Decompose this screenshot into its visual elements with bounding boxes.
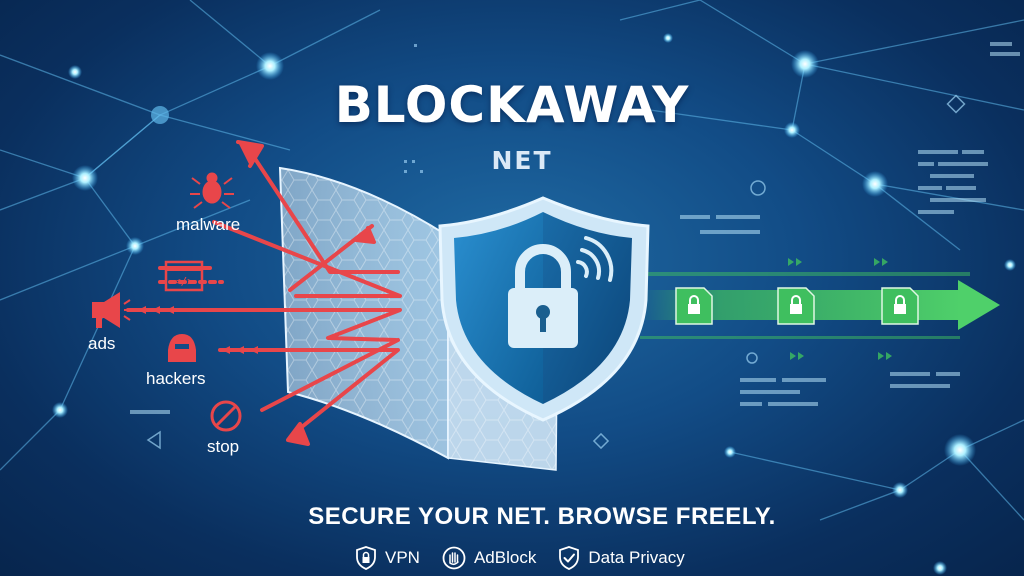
feature-label: Data Privacy xyxy=(588,548,685,567)
brand-title: BLOCKAWAY xyxy=(334,76,690,134)
secure-file-icon xyxy=(777,287,815,325)
shield-check-icon xyxy=(559,546,580,570)
code-lines xyxy=(130,42,1020,414)
padlock-icon xyxy=(508,244,578,348)
feature-label: AdBlock xyxy=(473,548,537,567)
signal-icon xyxy=(576,236,614,282)
threat-label-stop: stop xyxy=(207,437,240,456)
secure-file-icon xyxy=(881,287,919,325)
shield-lock-icon xyxy=(356,546,376,570)
decor-shapes xyxy=(146,94,966,450)
threat-arrows xyxy=(126,140,402,446)
feature-data-privacy: Data Privacy xyxy=(558,546,685,570)
feature-list: VPN AdBlock Data Privacy xyxy=(355,546,685,570)
stop-icon xyxy=(210,400,242,432)
feature-adblock: AdBlock xyxy=(442,546,536,570)
bug-icon xyxy=(190,172,234,209)
hacker-icon xyxy=(168,334,196,362)
secure-file-icon xyxy=(675,287,713,325)
network-nodes xyxy=(52,33,1016,575)
threat-label-malware: malware xyxy=(176,215,241,234)
feature-vpn: VPN xyxy=(355,546,420,570)
tagline: SECURE YOUR NET. BROWSE FREELY. xyxy=(308,503,776,530)
megaphone-icon xyxy=(92,292,132,328)
feature-label: VPN xyxy=(385,548,420,567)
svg-text:</>: </> xyxy=(174,275,194,288)
code-window-icon: </> xyxy=(164,260,204,292)
hand-stop-icon xyxy=(442,546,466,570)
threat-label-ads: ads xyxy=(88,334,116,353)
threat-label-hackers: hackers xyxy=(146,369,206,388)
brand-subtitle: NET xyxy=(491,146,553,175)
dot-cluster xyxy=(404,44,423,173)
dashes-red xyxy=(138,306,258,354)
